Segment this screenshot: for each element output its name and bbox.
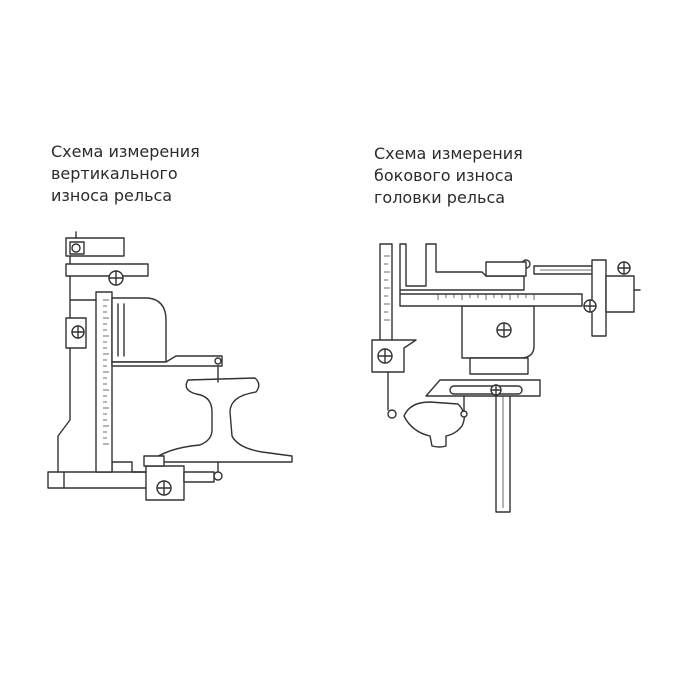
top-arm	[65, 263, 149, 277]
body-neck	[469, 357, 529, 375]
left-hanging-rod	[379, 243, 393, 345]
caption-side-wear: Схема измерения бокового износа головки …	[374, 143, 523, 209]
caption-vertical-wear-line3: износа рельса	[51, 186, 173, 205]
caption-vertical-wear: Схема измерения вертикального износа рел…	[51, 141, 200, 207]
cross-clamp-slot	[449, 385, 523, 395]
left-rod-scale	[384, 255, 390, 321]
caption-side-wear-line1: Схема измерения	[374, 144, 523, 163]
horizontal-scale	[437, 294, 535, 300]
measuring-head	[111, 297, 167, 363]
upright-bar	[95, 291, 113, 473]
rail-head-right	[403, 401, 465, 448]
probe-tip-icon	[214, 357, 222, 365]
right-slider	[591, 259, 607, 337]
probe-arm	[111, 355, 223, 367]
clamp-screw-icon	[71, 243, 81, 253]
caption-side-wear-line2: бокового износа	[374, 166, 514, 185]
lower-clamp-cap	[143, 455, 165, 467]
horizontal-beam	[399, 293, 583, 307]
caption-side-wear-line3: головки рельса	[374, 188, 506, 207]
right-end-block	[605, 275, 635, 313]
caption-vertical-wear-line2: вертикального	[51, 164, 178, 183]
upper-arm-block	[485, 261, 527, 277]
vertical-scale	[103, 299, 109, 445]
caption-vertical-wear-line1: Схема измерения	[51, 142, 200, 161]
left-probe-block	[371, 339, 417, 373]
clamp-leg-tip-icon	[460, 410, 468, 418]
left-probe-tip-icon	[387, 409, 397, 419]
